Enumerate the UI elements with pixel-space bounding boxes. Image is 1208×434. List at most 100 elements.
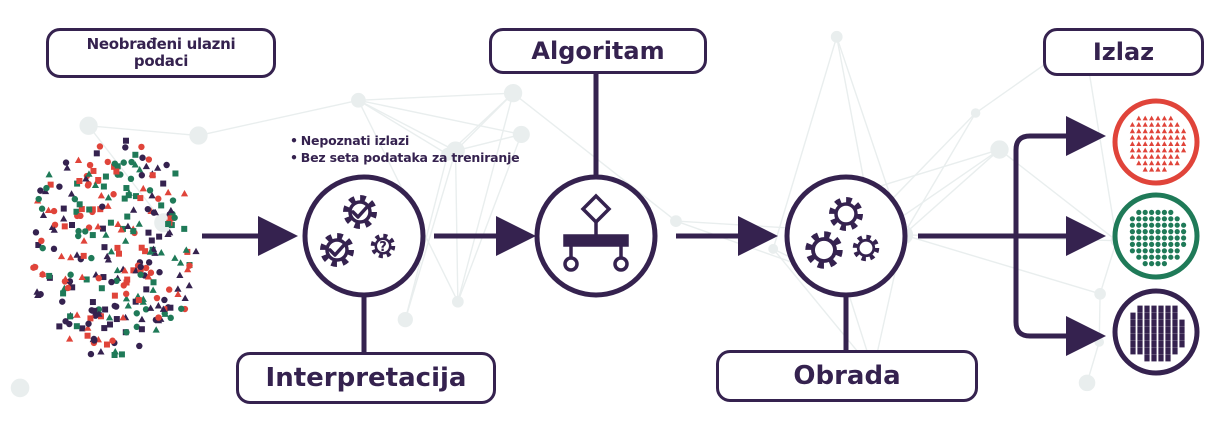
data-point-square [60, 290, 67, 297]
cluster-triangle [1174, 134, 1180, 140]
cluster-dot [1174, 254, 1180, 260]
cluster-triangle [1142, 147, 1148, 153]
note-item: Nepoznati izlazi [290, 132, 519, 149]
cluster-triangle [1161, 141, 1167, 146]
green-dot-cluster-icon [1129, 209, 1187, 267]
cluster-dot [1142, 216, 1148, 222]
data-point-triangle [164, 188, 172, 196]
data-point-square [79, 325, 86, 332]
cluster-triangle [1168, 122, 1174, 127]
cluster-triangle [1149, 134, 1155, 140]
cluster-triangle [1168, 115, 1174, 121]
cluster-triangle [1136, 154, 1142, 159]
network-node [1078, 374, 1096, 392]
data-point-triangle [159, 305, 167, 312]
cluster-dot [1155, 235, 1161, 241]
cluster-triangle [1155, 166, 1161, 172]
data-point-triangle [113, 266, 122, 274]
data-point-square [135, 297, 142, 304]
data-point-square [142, 248, 149, 255]
cluster-dot [1136, 241, 1142, 247]
cluster-triangle [1149, 122, 1155, 127]
arrow-to-output-red [1013, 116, 1106, 236]
data-point-triangle [154, 302, 163, 309]
network-node [10, 378, 30, 398]
cluster-triangle [1161, 166, 1167, 172]
cluster-dot [1142, 241, 1148, 247]
data-point-circle [111, 160, 119, 167]
data-point-triangle [129, 206, 138, 213]
data-point-square [122, 137, 129, 144]
cluster-square [1172, 326, 1178, 334]
cluster-square [1151, 347, 1157, 355]
cluster-dot [1155, 216, 1161, 222]
input-data-label-text: Neobrađeni ulazni podaci [86, 35, 236, 70]
cluster-triangle [1174, 141, 1180, 146]
cluster-dot [1149, 216, 1155, 222]
data-point-triangle [119, 314, 127, 321]
data-point-circle [109, 337, 116, 344]
cluster-triangle [1181, 147, 1187, 153]
network-edge [88, 125, 199, 137]
cluster-triangle [1161, 147, 1167, 153]
network-edge [772, 36, 838, 250]
data-point-square [61, 223, 68, 230]
data-point-triangle [124, 222, 132, 230]
data-point-circle [113, 277, 120, 285]
data-point-triangle [125, 189, 133, 196]
data-point-square [100, 274, 107, 281]
data-point-circle [37, 291, 44, 298]
cluster-square [1137, 340, 1143, 348]
network-node [990, 140, 1009, 159]
cluster-square [1172, 312, 1178, 320]
cluster-dot [1181, 235, 1187, 241]
cluster-dot [1136, 235, 1142, 241]
data-point-circle [56, 183, 63, 190]
data-point-triangle [67, 253, 75, 261]
cluster-square [1151, 333, 1157, 341]
data-point-triangle [174, 290, 182, 297]
cluster-triangle [1142, 160, 1148, 166]
cluster-dot [1181, 241, 1187, 247]
data-point-triangle [73, 311, 81, 318]
cluster-square [1137, 347, 1143, 355]
data-point-square [115, 250, 122, 257]
data-point-square [80, 252, 87, 259]
cluster-dot [1129, 241, 1135, 247]
data-point-triangle [139, 184, 147, 192]
cluster-dot [1168, 209, 1174, 215]
cluster-dot [1129, 216, 1135, 222]
cluster-triangle [1155, 134, 1161, 140]
cluster-dot [1168, 235, 1174, 241]
data-point-circle [123, 329, 130, 336]
cluster-triangle [1149, 154, 1155, 159]
processing-node [784, 174, 908, 298]
data-point-triangle [91, 181, 100, 188]
data-point-triangle [176, 259, 185, 266]
data-point-triangle [135, 220, 143, 227]
data-point-triangle [97, 348, 105, 355]
cluster-square [1179, 333, 1185, 341]
data-point-circle [96, 143, 104, 150]
data-point-square [76, 201, 83, 208]
data-point-square [91, 307, 98, 314]
data-point-triangle [146, 248, 154, 255]
cluster-square [1144, 354, 1150, 362]
network-edge [902, 149, 1000, 236]
cluster-triangle [1129, 154, 1135, 159]
cluster-dot [1142, 235, 1148, 241]
data-point-square [73, 208, 80, 215]
data-point-triangle [94, 222, 102, 230]
data-point-circle [62, 318, 69, 325]
data-point-circle [165, 286, 173, 293]
cluster-triangle [1174, 122, 1180, 127]
raw-data-scatter [30, 137, 200, 358]
data-point-triangle [117, 226, 125, 233]
data-point-circle [150, 209, 158, 216]
data-point-square [132, 298, 139, 305]
data-point-square [119, 225, 126, 232]
cluster-square [1179, 326, 1185, 334]
cluster-dot [1174, 241, 1180, 247]
cluster-square [1158, 340, 1164, 348]
data-point-circle [92, 312, 99, 319]
